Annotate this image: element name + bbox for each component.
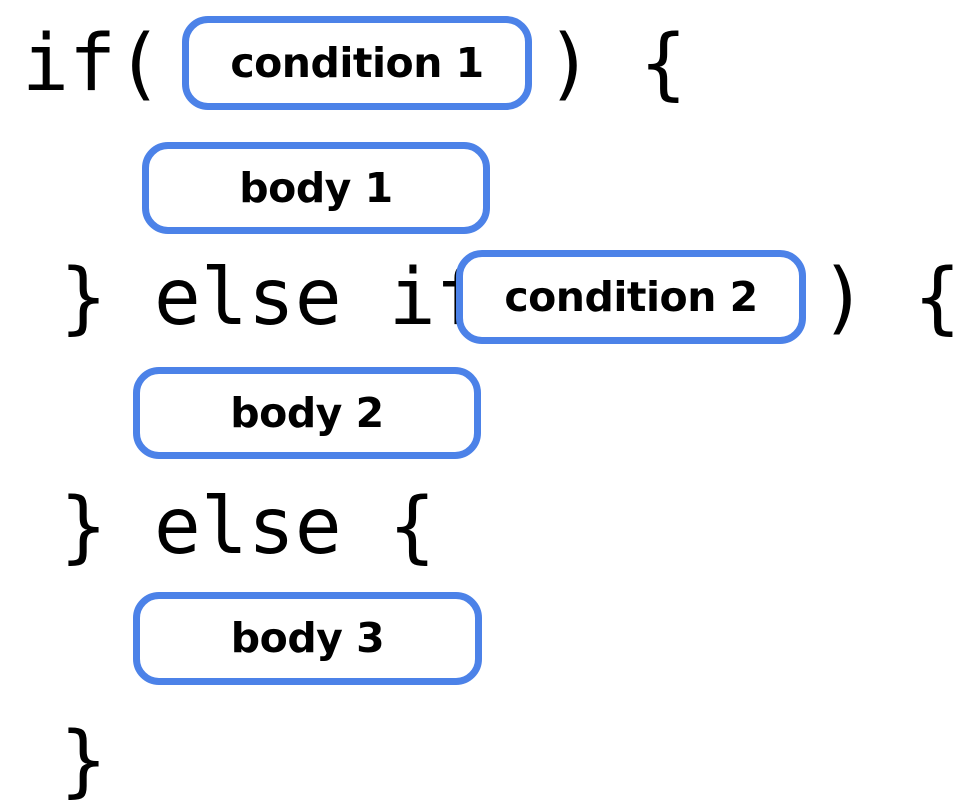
slot-body-2[interactable]: body 2 — [133, 367, 481, 459]
slot-condition-2[interactable]: condition 2 — [456, 250, 806, 344]
slot-body-3[interactable]: body 3 — [133, 592, 482, 685]
slot-condition-1-label: condition 1 — [230, 38, 484, 87]
code-token-else-if-close: ) { — [820, 253, 961, 343]
code-token-close-brace: } — [60, 716, 107, 806]
slot-condition-2-label: condition 2 — [504, 272, 758, 321]
slot-body-1-label: body 1 — [239, 163, 393, 212]
slot-body-3-label: body 3 — [230, 614, 385, 662]
code-token-if-open: if( — [22, 19, 163, 109]
code-token-if-close: ) { — [546, 19, 687, 109]
slot-body-1[interactable]: body 1 — [142, 142, 490, 234]
slot-condition-1[interactable]: condition 1 — [182, 16, 532, 110]
code-token-else: } else { — [60, 482, 436, 572]
slot-body-2-label: body 2 — [230, 388, 384, 437]
